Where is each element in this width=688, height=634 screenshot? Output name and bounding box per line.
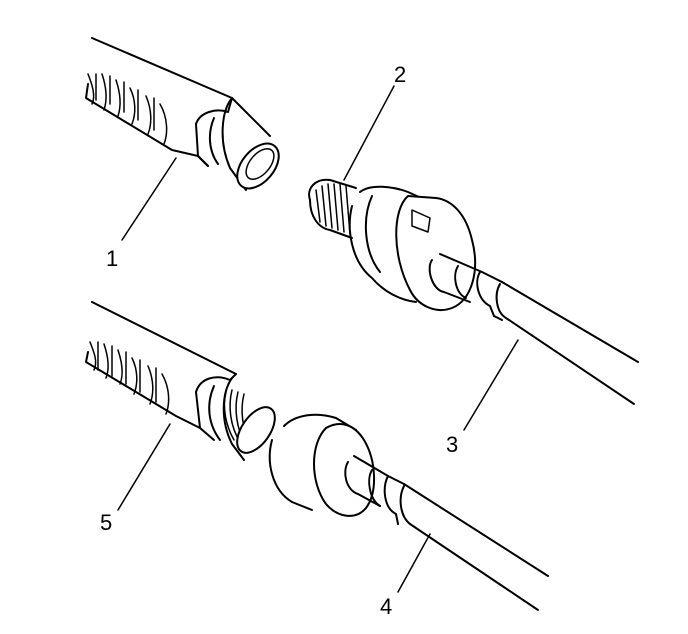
bottom-rack-housing xyxy=(85,301,276,461)
bottom-inner-tie-rod xyxy=(268,413,549,611)
callout-4: 4 xyxy=(380,594,392,619)
callout-2: 2 xyxy=(394,62,406,87)
top-rack-housing xyxy=(85,37,280,191)
callout-3: 3 xyxy=(446,432,458,457)
callout-leaders xyxy=(117,85,519,593)
top-inner-tie-rod xyxy=(308,178,639,405)
callout-1: 1 xyxy=(106,246,118,271)
callout-5: 5 xyxy=(100,510,112,535)
